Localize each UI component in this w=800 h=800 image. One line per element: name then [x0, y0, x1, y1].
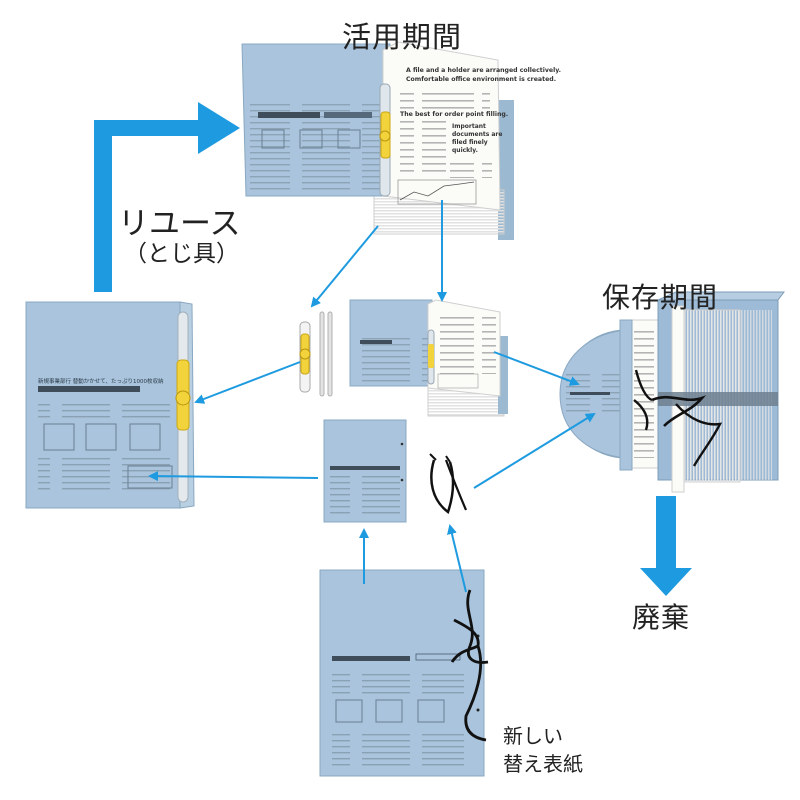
new-cover-sheet — [319, 569, 489, 777]
arrow-fastener-to-reused — [194, 361, 301, 404]
flow-arrows — [148, 200, 596, 593]
folder-active-period: A file and a holder are arranged collect… — [241, 41, 561, 240]
label-reuse-sub: （とじ具） — [124, 241, 239, 267]
binder-fastener-icon — [299, 311, 333, 397]
arrow-middle-to-storage — [493, 351, 580, 386]
cover-center — [323, 419, 407, 523]
folder-reused: 新規事業部行 替動かかせて、たっぷり1000枚収納 — [25, 301, 195, 509]
label-discard: 廃棄 — [632, 601, 691, 634]
label-storage-period: 保存期間 — [602, 281, 719, 314]
arrow-string-to-storage — [473, 412, 596, 489]
reuse-arrow-shape — [94, 102, 240, 292]
storage-box — [559, 291, 785, 493]
label-new-cover-line1: 新しい — [503, 724, 563, 748]
arrow-folder-to-fastener — [310, 225, 379, 308]
doc-callout-2: documents are — [452, 131, 502, 138]
label-reuse: リユース — [118, 206, 241, 242]
reused-cover-notice: 新規事業部行 替動かかせて、たっぷり1000枚収納 — [38, 377, 164, 385]
arrow-cover-to-reused — [148, 471, 319, 482]
doc-callout-3: filed finely — [452, 139, 488, 146]
doc-callout-4: quickly. — [452, 147, 478, 154]
doc-heading-line2: Comfortable office environment is create… — [406, 76, 556, 83]
discard-arrow — [640, 496, 692, 596]
doc-subheading: The best for order point filling. — [400, 111, 508, 118]
label-active-period: 活用期間 — [342, 20, 463, 54]
folder-middle — [349, 299, 508, 417]
doc-heading-line1: A file and a holder are arranged collect… — [406, 67, 561, 74]
string-tie-icon — [429, 453, 468, 515]
label-new-cover-line2: 替え表紙 — [503, 752, 583, 776]
arrow-new-string-to-center — [447, 524, 467, 593]
reuse-cycle-arrow — [94, 102, 240, 292]
doc-callout-1: Important — [452, 123, 486, 130]
